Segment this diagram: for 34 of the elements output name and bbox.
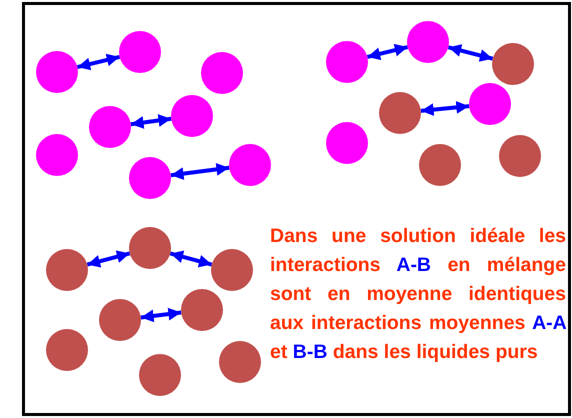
double-arrow bbox=[170, 250, 212, 268]
double-arrow bbox=[140, 308, 182, 322]
double-arrow bbox=[86, 250, 130, 268]
molecule-circle bbox=[46, 329, 88, 371]
molecule-circle bbox=[171, 95, 213, 137]
double-arrow bbox=[170, 163, 230, 180]
molecule-circle bbox=[99, 299, 141, 341]
molecule-circle bbox=[229, 144, 271, 186]
molecule-circle bbox=[46, 249, 88, 291]
molecule-circle bbox=[211, 249, 253, 291]
molecule-circle bbox=[36, 134, 78, 176]
double-arrow bbox=[448, 44, 494, 62]
double-arrow bbox=[366, 44, 408, 60]
molecule-circle bbox=[219, 341, 261, 383]
molecule-circle bbox=[407, 21, 449, 63]
double-arrow bbox=[130, 114, 172, 129]
molecule-circle bbox=[129, 227, 171, 269]
molecule-circle bbox=[326, 41, 368, 83]
explanation-text: Dans une solution idéale les interactions A-B en mélange sont en moyenne identiques aux interactions moyennes A-A et B-B dans les liquides purs bbox=[270, 224, 566, 365]
molecule-circle bbox=[119, 31, 161, 73]
molecule-circle bbox=[201, 52, 243, 94]
molecule-circle bbox=[419, 144, 461, 186]
molecule-circle bbox=[492, 43, 534, 85]
molecule-circle bbox=[181, 289, 223, 331]
molecule-circle bbox=[326, 122, 368, 164]
molecule-circle bbox=[499, 135, 541, 177]
molecule-circle bbox=[36, 51, 78, 93]
double-arrow bbox=[76, 54, 120, 70]
double-arrow bbox=[420, 101, 470, 116]
molecule-circle bbox=[89, 106, 131, 148]
molecule-circle bbox=[139, 354, 181, 396]
molecule-circle bbox=[129, 157, 171, 199]
molecule-circle bbox=[469, 83, 511, 125]
molecule-circle bbox=[379, 92, 421, 134]
